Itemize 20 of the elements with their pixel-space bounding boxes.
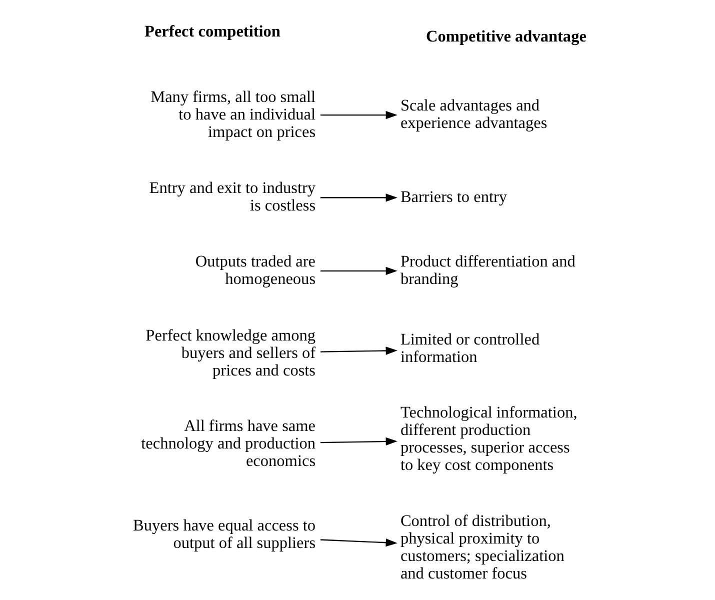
node-text: Outputs traded are homogeneous [194, 251, 316, 288]
arrow [320, 266, 397, 275]
node-text: Buyers have equal access to output of all suppliers [132, 516, 316, 552]
node-text: Limited or controlled information [400, 329, 540, 366]
arrow [320, 110, 397, 120]
node-text: Product differentiation and branding [400, 251, 575, 288]
node-text: All firms have same technology and production economics [140, 416, 316, 470]
node-text: Barriers to entry [400, 186, 507, 206]
label: Competitive advantage [426, 26, 586, 46]
label: Perfect competition [144, 22, 280, 41]
arrow [320, 437, 397, 446]
arrow [320, 538, 397, 547]
node-text: Perfect knowledge among buyers and sellers of prices and costs [145, 325, 316, 380]
arrow [320, 346, 397, 355]
node-text: Entry and exit to industry is costless [148, 178, 316, 215]
node-text: Control of distribution, physical proximity to customers; specialization and customer focus [400, 510, 564, 582]
node-text: Many firms, all too small to have an individual impact on prices [150, 86, 316, 141]
arrow [320, 194, 397, 202]
node-text: Technological information, different production processes, superior access to key cost components [400, 402, 577, 474]
node-text: Scale advantages and experience advantages [400, 96, 547, 132]
